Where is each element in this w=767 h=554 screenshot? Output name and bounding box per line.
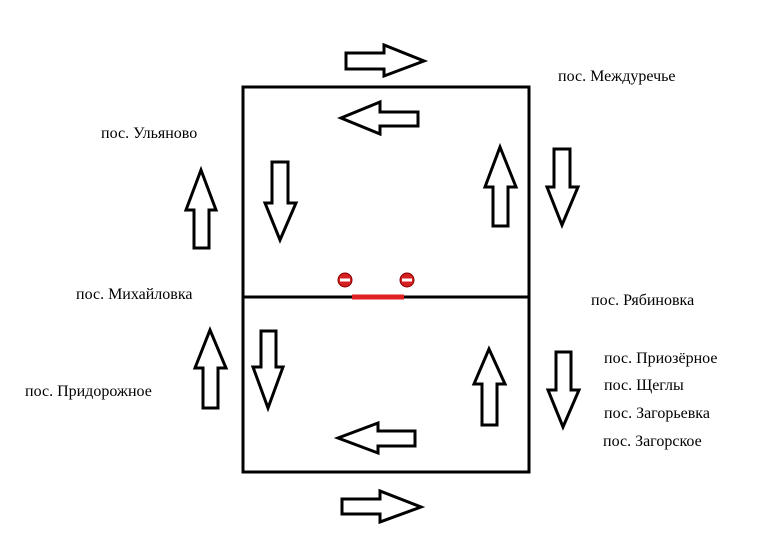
arrow-up-icon (192, 326, 229, 410)
arrow-right-icon (340, 488, 426, 525)
arrow-left-icon (337, 99, 420, 137)
label-shchegly: пос. Щеглы (604, 377, 684, 394)
label-ulyanovo: пос. Ульяново (101, 125, 198, 142)
label-zagorskoe: пос. Загорское (603, 433, 702, 450)
arrow-up-icon (471, 345, 508, 427)
arrow-left-icon (333, 420, 417, 456)
arrow-right-icon (344, 42, 429, 79)
label-priozernoe: пос. Приозёрное (604, 350, 718, 367)
label-zagoryevka: пос. Загорьевка (604, 405, 710, 422)
label-mezhdurechye: пос. Междуречье (558, 68, 676, 85)
road-loop (241, 85, 531, 474)
arrow-up-icon (183, 165, 219, 250)
no-entry-icon (399, 272, 415, 288)
label-mikhailovka: пос. Михайловка (76, 286, 193, 303)
arrow-up-icon (482, 142, 519, 228)
no-entry-icon (337, 272, 353, 288)
arrow-down-icon (262, 160, 299, 244)
label-pridorozhnoe: пос. Придорожное (25, 383, 152, 400)
arrow-down-icon (545, 350, 582, 431)
label-ryabinovka: пос. Рябиновка (591, 292, 695, 309)
arrow-down-icon (544, 147, 581, 229)
arrow-down-icon (250, 329, 286, 413)
